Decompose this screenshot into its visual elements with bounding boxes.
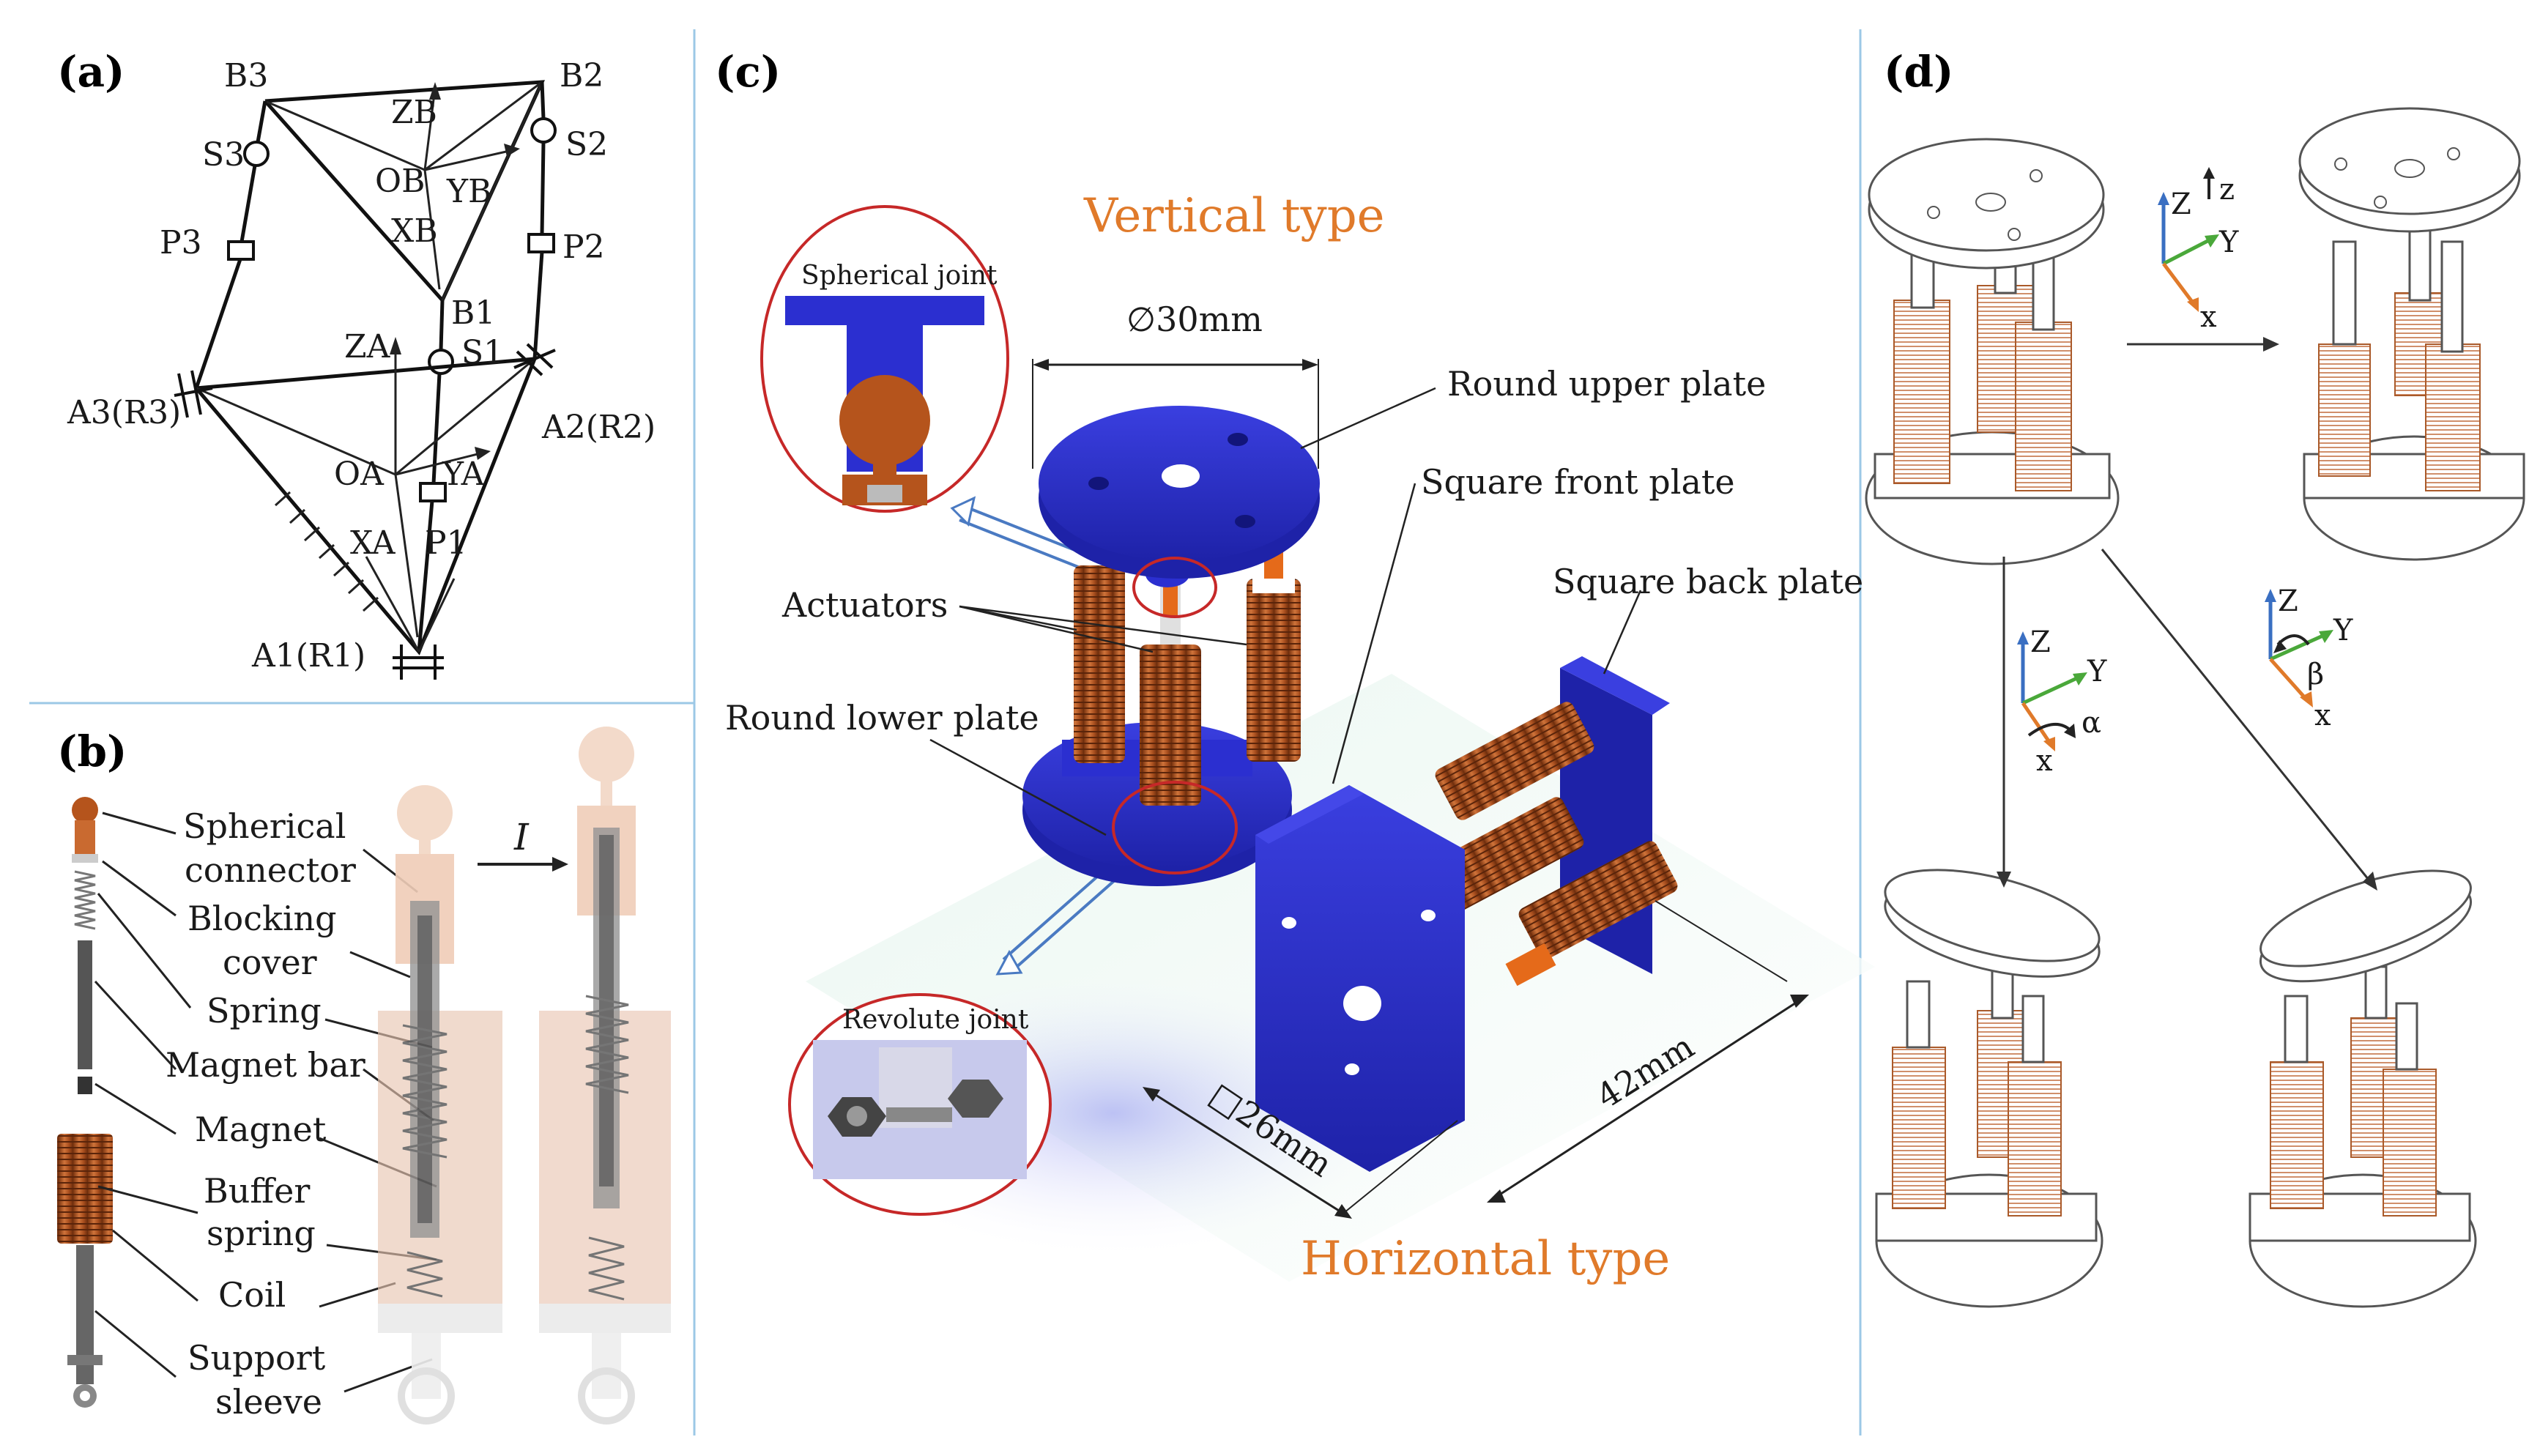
revolute-joint-inset: Revolute joint [788,993,1052,1216]
actuator-state-2 [539,727,671,1425]
label-ya: YA [442,456,486,493]
label-b3: B3 [224,57,268,94]
label-oa: OA [334,456,385,493]
label-coil: Coil [218,1275,286,1315]
label-p3: P3 [160,224,202,261]
square-front-plate-label: Square front plate [1421,462,1735,502]
axis-top-z: Z [2171,187,2191,221]
panel-a-label: (a) [57,47,125,97]
label-p2: P2 [562,229,605,266]
label-a3r3: A3(R3) [67,394,181,431]
spherical-joint-inset: Spherical joint [760,205,1009,513]
label-support: Support [187,1338,326,1378]
label-magnet: Magnet [195,1110,327,1149]
label-cover: cover [223,943,317,982]
label-yb: YB [446,173,491,210]
axis-left-x: x [2036,744,2053,778]
label-a2r2: A2(R2) [541,409,656,446]
robot-sketch-top-left [1865,138,2120,565]
label-p1: P1 [425,524,467,562]
label-connector: connector [185,850,356,890]
robot-sketch-top-right [2298,107,2525,561]
panel-d-label: (d) [1884,47,1953,97]
square-back-plate-label: Square back plate [1553,562,1863,601]
label-buffer-spring: spring [207,1214,316,1253]
exploded-actuator [57,797,113,1408]
panel-c-label: (c) [715,47,781,97]
axis-left-z: Z [2030,625,2051,659]
robot-sketch-bottom-left [1875,869,2103,1308]
axis-top-x: x [2200,300,2217,334]
label-sleeve: sleeve [215,1382,322,1422]
axis-triad-right [2265,589,2333,707]
vertical-type-title: Vertical type [1083,189,1385,243]
panel-b-label: (b) [57,727,127,776]
vertical-mechanism [1022,359,1320,886]
diameter-label: ∅30mm [1126,300,1263,339]
actuator-state-1 [378,785,502,1425]
revolute-joint-label: Revolute joint [842,1005,1029,1035]
robot-sketch-bottom-right [2249,869,2477,1308]
label-b2: B2 [560,57,604,94]
panel-a: (a) [57,47,656,680]
round-lower-plate-label: Round lower plate [725,698,1039,738]
axis-top-y: Y [2218,226,2239,259]
axis-right-x: x [2314,699,2331,732]
label-zb: ZB [391,94,437,131]
horizontal-type-title: Horizontal type [1301,1232,1670,1286]
panel-c: (c) Vertical type Horizontal type Spheri… [715,47,1875,1286]
axis-triad-top [2158,167,2219,312]
label-b1: B1 [451,294,495,332]
label-s1: S1 [461,334,504,371]
round-upper-plate-label: Round upper plate [1447,364,1766,404]
panel-b: (b) [57,727,671,1425]
label-za: ZA [344,328,391,365]
label-ob: OB [375,163,425,200]
label-xb: XB [391,212,438,250]
axis-left-alpha: α [2082,706,2101,740]
label-buffer: Buffer [204,1171,310,1211]
label-spherical: Spherical [183,806,346,846]
actuators-label: Actuators [781,585,948,625]
axis-right-z: Z [2278,584,2298,618]
spherical-joint-label: Spherical joint [801,261,998,291]
label-a1r1: A1(R1) [251,637,365,675]
axis-right-y: Y [2333,614,2353,647]
axis-right-beta: β [2307,658,2324,691]
axis-triad-left [2017,631,2087,751]
label-s3: S3 [202,136,245,174]
panel-d: (d) [1865,47,2525,1308]
label-spring: Spring [207,991,322,1030]
horizontal-mechanism [1143,656,1809,1219]
label-blocking: Blocking [187,899,337,938]
current-label: I [513,816,530,858]
label-magnet-bar: Magnet bar [166,1045,365,1085]
label-xa: XA [350,524,396,562]
axis-left-y: Y [2087,655,2107,688]
axis-top-small-z: z [2219,173,2235,207]
label-s2: S2 [565,126,608,163]
